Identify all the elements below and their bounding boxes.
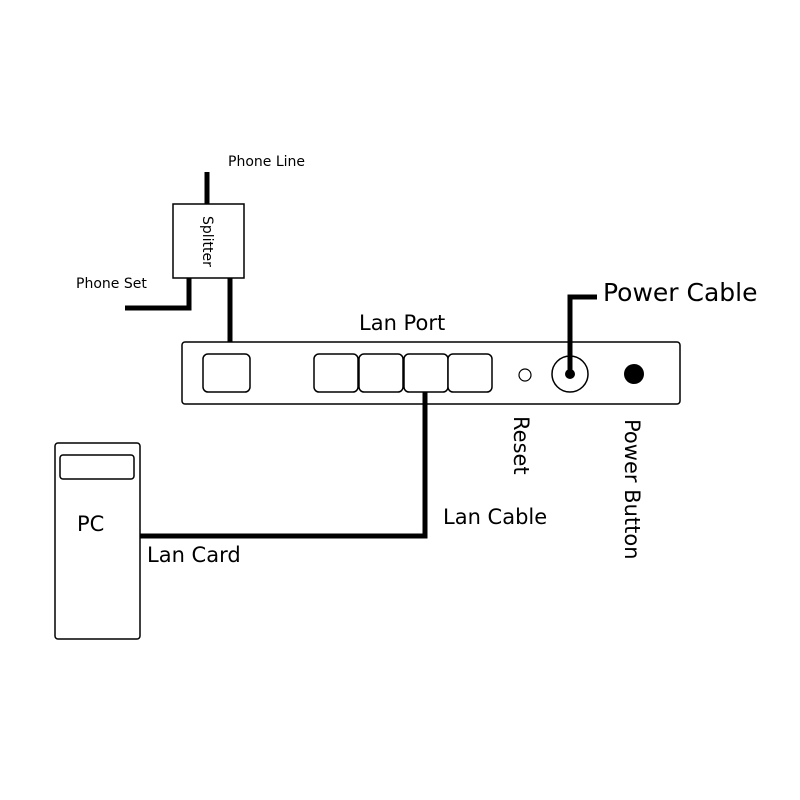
power-cable-label: Power Cable (603, 278, 758, 307)
phone-line-label: Phone Line (228, 154, 305, 170)
power-button (624, 364, 644, 384)
phone-set-cable (125, 278, 192, 311)
reset-button (518, 368, 532, 382)
phone-set-label: Phone Set (76, 276, 147, 292)
lan-cable-label: Lan Cable (443, 505, 547, 529)
splitter-label: Splitter (199, 216, 215, 267)
lan-cable (140, 392, 428, 539)
lan-port-4 (447, 353, 493, 393)
pc-tower (54, 442, 141, 640)
pc-drive-bay (59, 454, 135, 480)
power-cable (567, 294, 597, 374)
power-button-label: Power Button (620, 419, 644, 560)
lan-card-label: Lan Card (147, 543, 241, 567)
reset-label: Reset (509, 416, 533, 475)
splitter-box (172, 203, 245, 279)
dsl-port (202, 353, 251, 393)
lan-port-3 (403, 353, 449, 393)
lan-port-1 (313, 353, 359, 393)
pc-label: PC (77, 512, 104, 536)
lan-port-label: Lan Port (359, 311, 445, 335)
lan-port-2 (358, 353, 404, 393)
